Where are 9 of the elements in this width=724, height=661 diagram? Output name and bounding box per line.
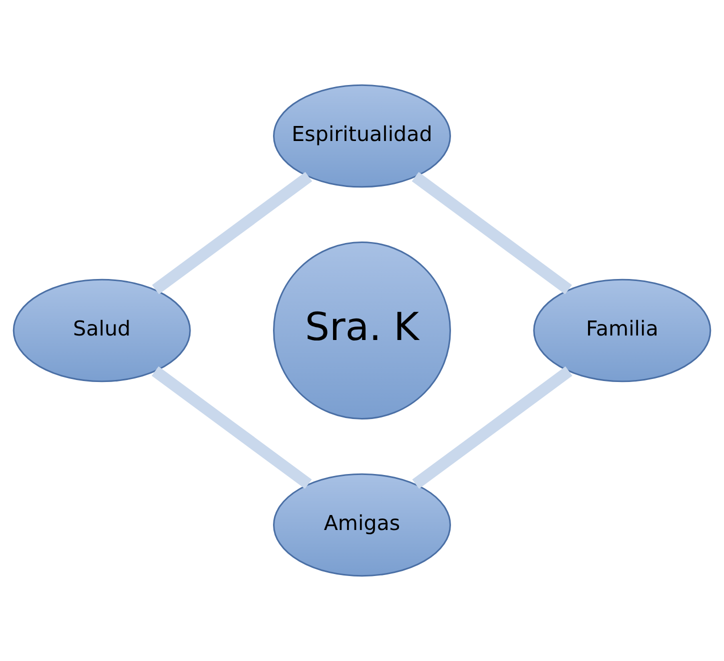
connector [412,172,572,294]
node-ellipse: Amigas [273,473,451,577]
connector [412,366,572,489]
node-circle: Sra. K [273,242,451,420]
connector [152,172,312,294]
node-ellipse: Salud [12,278,191,382]
connector [152,366,312,489]
node-ellipse: Familia [533,278,712,382]
node-ellipse: Espiritualidad [273,84,451,188]
